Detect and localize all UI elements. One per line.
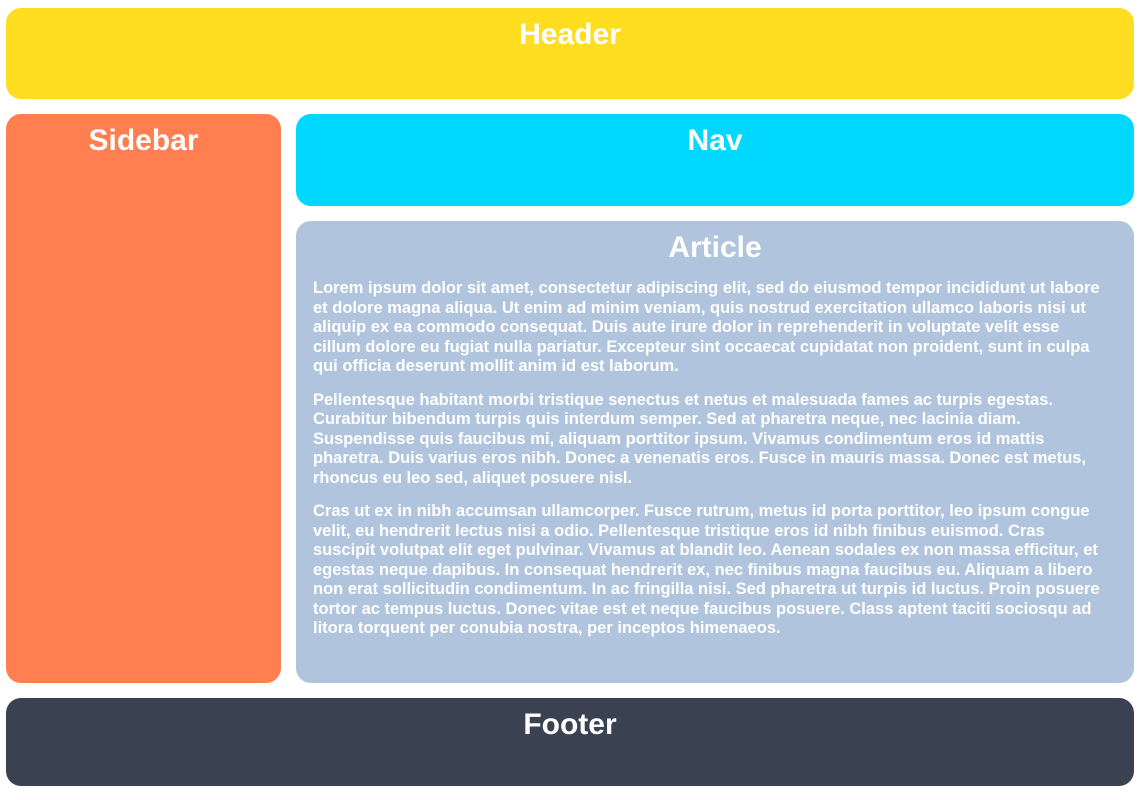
page-footer: Footer xyxy=(6,698,1134,786)
article-paragraph: Cras ut ex in nibh accumsan ullamcorper.… xyxy=(313,502,1100,637)
sidebar: Sidebar xyxy=(6,114,281,683)
sidebar-title: Sidebar xyxy=(88,124,199,157)
nav-title: Nav xyxy=(687,124,743,157)
article: Article Lorem ipsum dolor sit amet, cons… xyxy=(296,221,1134,683)
nav: Nav xyxy=(296,114,1134,206)
article-body: Lorem ipsum dolor sit amet, consectetur … xyxy=(296,279,1134,657)
article-title: Article xyxy=(668,231,762,264)
header-title: Header xyxy=(519,18,621,51)
article-paragraph: Pellentesque habitant morbi tristique se… xyxy=(313,390,1087,487)
page-header: Header xyxy=(6,8,1134,99)
article-paragraph: Lorem ipsum dolor sit amet, consectetur … xyxy=(313,279,1100,375)
footer-title: Footer xyxy=(523,708,617,741)
